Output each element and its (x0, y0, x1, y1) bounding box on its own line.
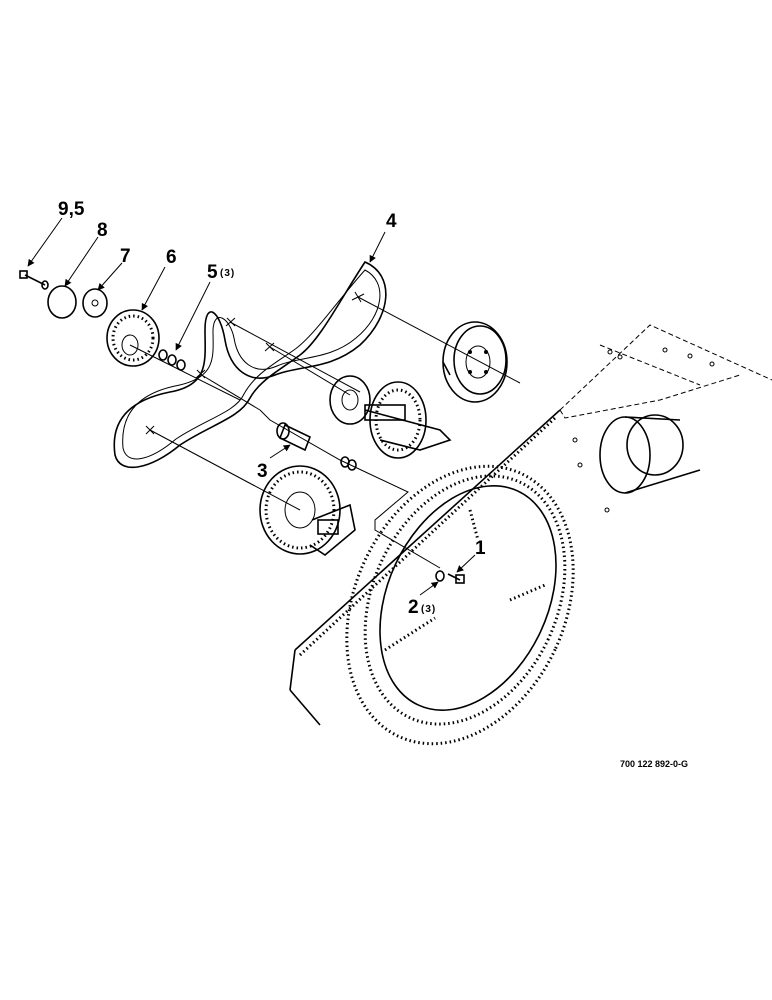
large-drive-sheave (345, 464, 575, 746)
callout-6: 6 (166, 247, 177, 268)
drive-belt (113, 260, 387, 469)
callout-4: 4 (386, 211, 397, 232)
callout-2: 2 (408, 597, 419, 618)
disc-part-7 (82, 288, 108, 318)
shaft-housing (599, 414, 701, 494)
callout-5-qty: (3) (220, 268, 235, 279)
callout-9: 9,5 (58, 199, 85, 220)
frame-housing (289, 324, 772, 726)
washers-part-5 (158, 349, 186, 371)
callout-7: 7 (120, 246, 131, 267)
tensioner-assembly (329, 375, 452, 459)
callout-leaders (27, 217, 476, 596)
bolt-part-9 (19, 270, 49, 290)
spacer (276, 422, 312, 452)
center-lines (129, 291, 521, 569)
idler-pulley-right (442, 321, 508, 403)
bolt (447, 573, 465, 584)
callout-3: 3 (257, 461, 268, 482)
reference-number: 700 122 892-0-G (620, 759, 688, 769)
callout-5: 5 (207, 262, 218, 283)
pulley-part-6 (106, 309, 160, 367)
callout-8: 8 (97, 220, 108, 241)
callout-2-qty: (3) (421, 604, 436, 615)
disc-part-8 (47, 285, 77, 319)
washers (340, 456, 445, 582)
lower-pulley (259, 465, 356, 556)
callout-1: 1 (475, 538, 486, 559)
